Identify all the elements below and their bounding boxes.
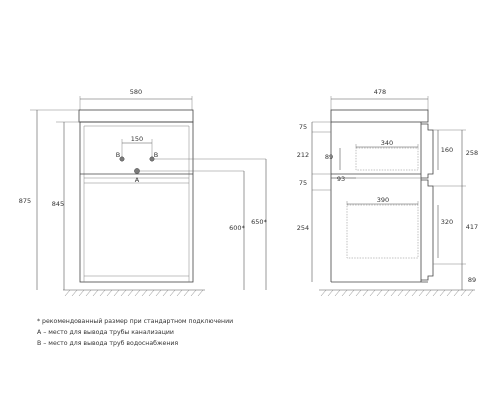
- dim-320: 320: [441, 218, 453, 226]
- front-view: 580 150 B B A 87: [19, 88, 268, 297]
- side-depth-label: 478: [374, 88, 386, 96]
- front-width-label: 580: [130, 88, 142, 96]
- note-recommended: * рекомендованный размер при стандартном…: [37, 318, 234, 325]
- spacing-b-label: 150: [131, 135, 143, 143]
- label-b-right: B: [154, 151, 158, 159]
- side-view: 478 340 390 93 75 212: [297, 88, 478, 297]
- note-drain-a: A – место для вывода трубы канализации: [37, 329, 174, 336]
- dim-160: 160: [441, 146, 453, 154]
- dim-417: 417: [466, 223, 478, 231]
- height-a-label: 600*: [229, 224, 245, 232]
- floor-hatch-front: [64, 289, 204, 297]
- dim-89-bottom: 89: [468, 276, 476, 284]
- dim-75-top: 75: [299, 123, 307, 131]
- dim-340: 340: [381, 139, 393, 147]
- floor-hatch-side: [320, 289, 474, 297]
- water-outlet-left: [119, 156, 125, 162]
- dim-212: 212: [297, 151, 309, 159]
- height-b-label: 650*: [251, 218, 267, 226]
- dim-254: 254: [297, 224, 309, 232]
- note-water-b: B – место для вывода труб водоснабжения: [37, 340, 179, 347]
- legend-notes: * рекомендованный размер при стандартном…: [37, 316, 233, 349]
- dim-75-mid: 75: [299, 179, 307, 187]
- label-b-left: B: [116, 151, 120, 159]
- dim-89-left: 89: [325, 153, 333, 161]
- dim-93: 93: [337, 175, 345, 183]
- height-body-label: 845: [52, 200, 64, 208]
- dim-258: 258: [466, 149, 478, 157]
- height-total-label: 875: [19, 197, 31, 205]
- dim-390: 390: [377, 196, 389, 204]
- label-a: A: [135, 176, 140, 184]
